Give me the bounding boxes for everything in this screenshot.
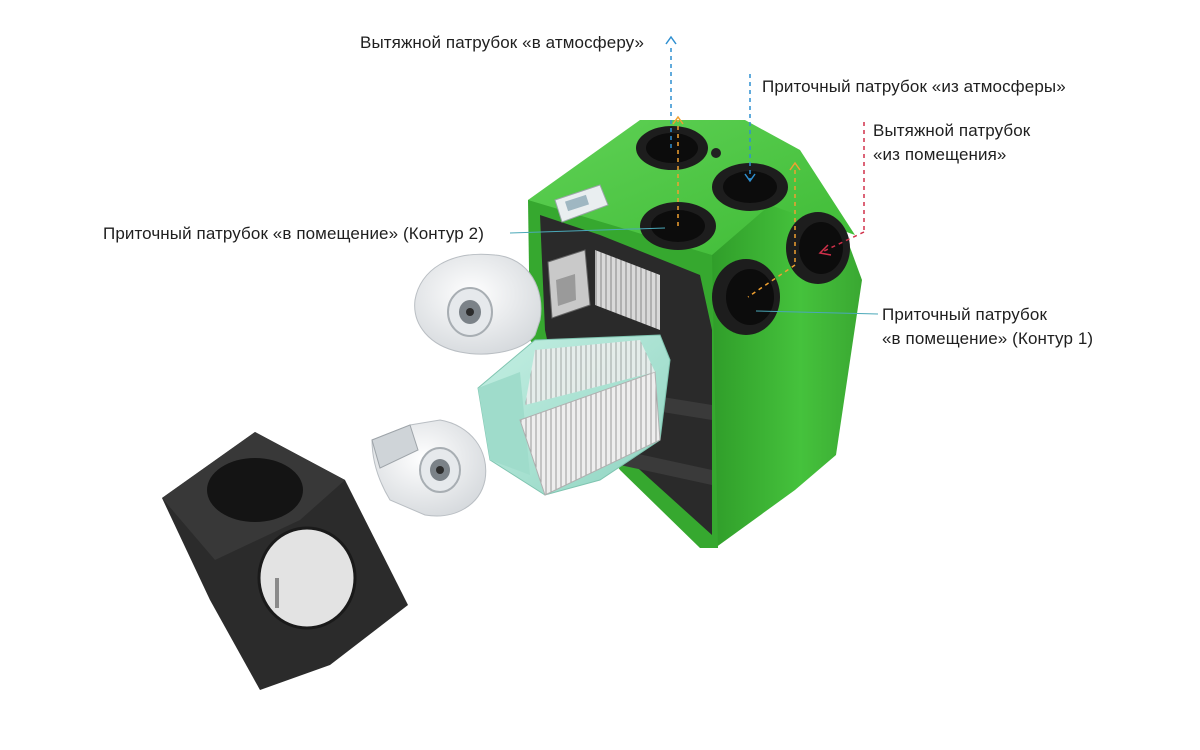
fan-outlet xyxy=(371,424,419,469)
exchanger-end-cap xyxy=(478,372,530,475)
internal-filter-module xyxy=(547,249,660,330)
filter-handle xyxy=(556,274,576,306)
panel-latch xyxy=(275,578,279,608)
exchanger-top-pleats xyxy=(525,340,655,405)
spigot-exhaust-from-room xyxy=(786,212,850,284)
label-text-line-1: Приточный патрубок xyxy=(882,305,1047,324)
interior-partition xyxy=(620,450,712,485)
fan-upper xyxy=(414,253,542,355)
status-indicator xyxy=(711,148,721,158)
arrow-supply-up-circuit-2 xyxy=(672,115,684,226)
front-service-panel xyxy=(162,432,408,690)
leader-supply-circuit-2 xyxy=(509,227,666,234)
label-text: Приточный патрубок «в помещение» (Контур… xyxy=(103,224,484,243)
label-supply-to-room-circuit-2: Приточный патрубок «в помещение» (Контур… xyxy=(103,222,484,246)
fan-lower xyxy=(371,419,487,517)
spigot-supply-from-atmosphere xyxy=(712,163,788,211)
arrow-supply-up-circuit-1 xyxy=(747,161,801,298)
label-text: Вытяжной патрубок «в атмосферу» xyxy=(360,33,645,52)
label-text-line-2: «в помещение» (Контур 1) xyxy=(882,329,1094,348)
label-text-line-2: «из помещения» xyxy=(873,145,1007,164)
label-supply-from-atmosphere: Приточный патрубок «из атмосферы» xyxy=(762,75,1066,99)
label-supply-to-room-circuit-1: Приточный патрубок «в помещение» (Контур… xyxy=(882,303,1093,351)
label-exhaust-to-atmosphere: Вытяжной патрубок «в атмосферу» xyxy=(360,31,644,55)
exchanger-pleated-face xyxy=(519,371,661,496)
spigot-exhaust-to-atmosphere xyxy=(636,126,708,170)
arrow-exhaust-to-atmosphere xyxy=(665,35,677,148)
spigot-supply-circuit-1 xyxy=(712,259,780,335)
arrow-supply-from-atmosphere xyxy=(744,74,756,183)
label-text: Приточный патрубок «из атмосферы» xyxy=(762,77,1066,96)
panel-port-lower xyxy=(259,528,355,628)
interior-partition xyxy=(650,395,712,420)
label-text-line-1: Вытяжной патрубок xyxy=(873,121,1031,140)
flow-arrows xyxy=(665,35,865,298)
housing-top-panel xyxy=(528,120,855,255)
arrow-exhaust-from-room xyxy=(818,122,865,256)
heat-exchanger-cassette xyxy=(477,334,671,496)
leader-lines xyxy=(509,227,879,315)
display-screen xyxy=(564,194,590,212)
panel-port-upper xyxy=(207,458,303,522)
label-exhaust-from-room: Вытяжной патрубок «из помещения» xyxy=(873,119,1030,167)
leader-supply-circuit-1 xyxy=(755,310,879,315)
